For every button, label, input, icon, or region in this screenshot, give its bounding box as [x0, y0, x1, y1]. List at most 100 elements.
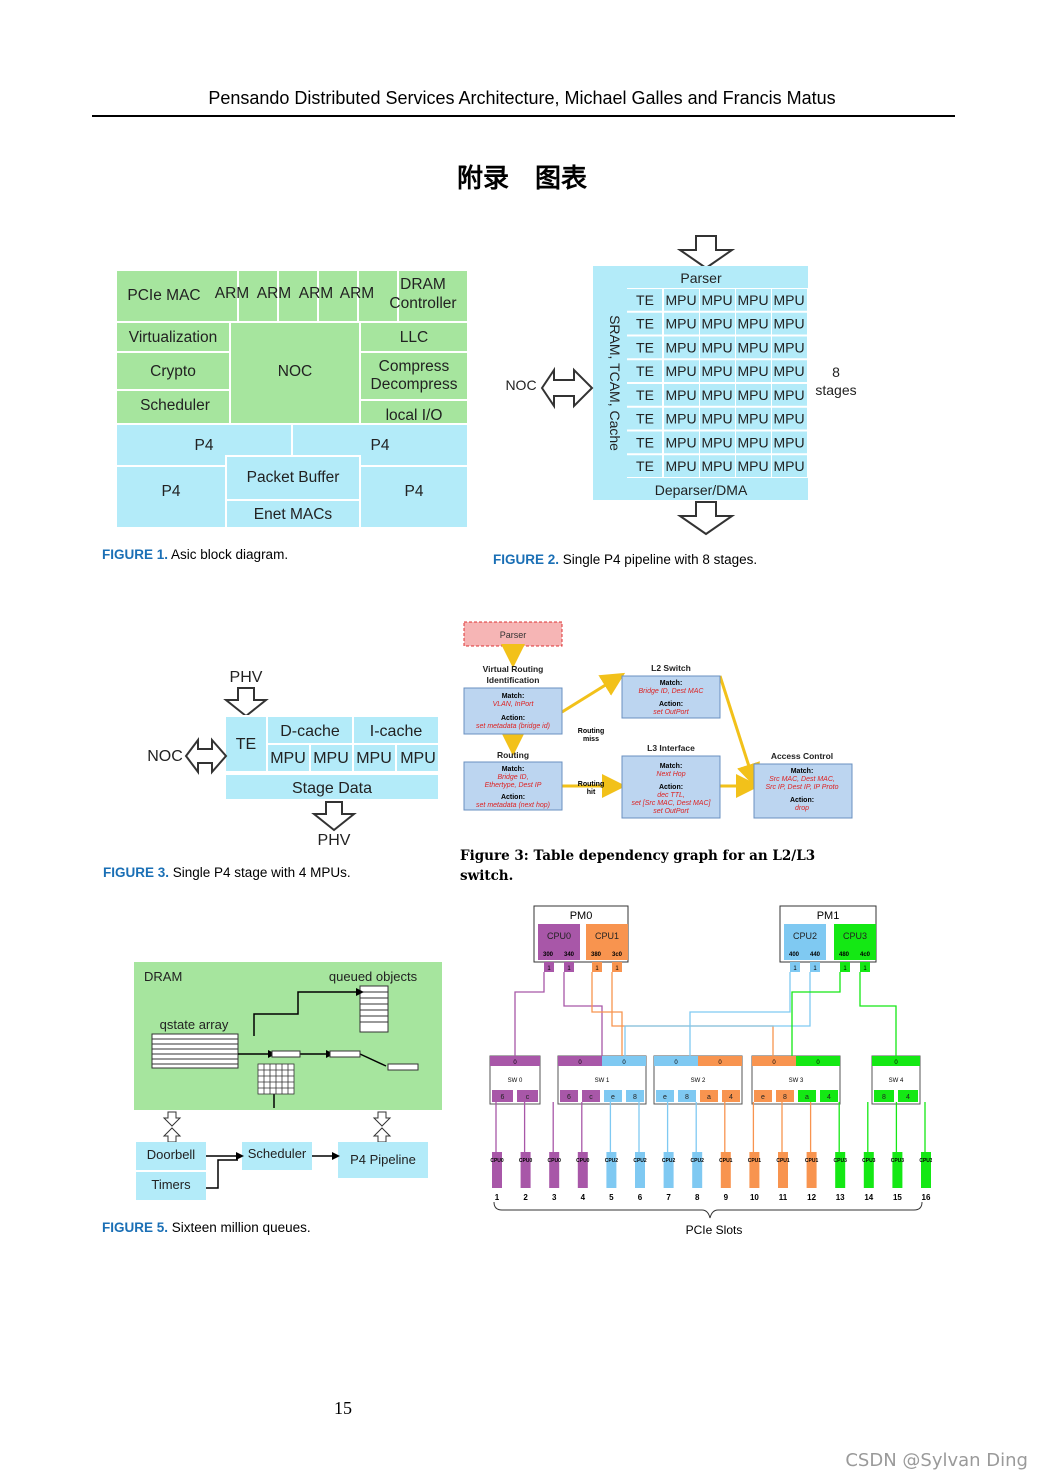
l3-match: Next Hop [656, 771, 685, 778]
local-io-label: local I/O [386, 407, 443, 424]
mpu-block [700, 384, 735, 406]
p4-label: P4 [195, 437, 214, 454]
routing-miss-label: miss [583, 736, 599, 743]
mpu-block [700, 336, 735, 359]
switch-label: SW 2 [691, 1078, 706, 1084]
dcache-label: D-cache [280, 723, 340, 740]
cpu-port: 4c0 [860, 952, 871, 958]
stage-data-label: Stage Data [292, 780, 372, 797]
cpu-port: 340 [564, 952, 575, 958]
queued-objects-label: queued objects [329, 969, 418, 984]
cpu-switch-link [791, 972, 841, 1056]
match-label: Match: [660, 680, 683, 687]
p4-pipeline-label: P4 Pipeline [350, 1152, 416, 1167]
mpu-label: MPU [737, 339, 768, 355]
figure1-asic-diagram: PCIe MAC ARM ARM ARM ARM DRAM Controller… [115, 269, 469, 529]
port-label: 1 [547, 966, 551, 972]
port-label: 4 [827, 1094, 831, 1101]
cpu-box [586, 924, 628, 960]
match-label: Match: [502, 766, 525, 773]
slot-cpu-label: CPU0 [548, 1158, 562, 1164]
slot-cpu-label: CPU0 [576, 1158, 590, 1164]
cpu-box [538, 924, 580, 960]
pcie-mac-label: PCIe MAC [127, 287, 200, 304]
slot-number: 13 [836, 1193, 845, 1202]
switch-upstream-port [602, 1056, 646, 1066]
routing-match: Bridge ID, [497, 774, 528, 781]
port-label: 1 [793, 966, 797, 972]
queued-objects-stack [359, 985, 389, 1033]
cpu-switch-link [514, 972, 545, 1056]
slot-cpu-label: CPU3 [919, 1158, 932, 1164]
action-label: Action: [501, 794, 525, 801]
slot-cpu-label: CPU0 [490, 1158, 504, 1164]
vri-title: Identification [487, 675, 540, 685]
switch-upstream-port [654, 1056, 698, 1066]
te-label: TE [636, 363, 654, 379]
mpu-block [700, 360, 735, 382]
port-label: 6 [567, 1094, 571, 1101]
mpu-block [700, 407, 735, 430]
pcie-slots-label: PCIe Slots [686, 1223, 743, 1237]
slot-number: 12 [807, 1193, 816, 1202]
mpu-block [664, 360, 699, 382]
routing-match: Ethertype, Dest IP [485, 782, 542, 789]
slot-number: 2 [523, 1193, 528, 1202]
slot-number: 6 [638, 1193, 643, 1202]
mpu-label: MPU [773, 434, 804, 450]
slot-card [577, 1152, 588, 1188]
dram-label: DRAM [400, 276, 446, 293]
switch-downstream-port [656, 1090, 674, 1102]
mpu-block [736, 407, 771, 430]
compress-label: Compress [379, 358, 450, 375]
mpu-label: MPU [737, 458, 768, 474]
mpu-label: MPU [737, 411, 768, 427]
mpu-label: MPU [773, 363, 804, 379]
te-block [627, 360, 662, 382]
p4-label: P4 [162, 483, 181, 500]
switch-label: SW 3 [789, 1078, 804, 1084]
slot-card [492, 1152, 502, 1188]
port-label: c [589, 1094, 593, 1101]
phv-out-label: PHV [318, 832, 351, 849]
te-block [224, 715, 268, 773]
port-label: 0 [718, 1060, 722, 1066]
mpu-block-4 [395, 743, 440, 773]
l3-action: set [Src MAC, Dest MAC] [632, 800, 712, 807]
slot-cpu-label: CPU2 [662, 1158, 676, 1164]
te-label: TE [636, 458, 654, 474]
cpu-link-port [790, 962, 800, 972]
mpu-label: MPU [701, 434, 732, 450]
slot-card [720, 1152, 731, 1188]
controller-label: Controller [389, 295, 456, 312]
dram-controller-block [397, 269, 469, 323]
mpu-block [664, 312, 699, 335]
match-label: Match: [660, 763, 683, 770]
port-label: 8 [783, 1094, 787, 1101]
switch-upstream-port [752, 1056, 796, 1066]
te-block [627, 407, 662, 430]
virtualization-label: Virtualization [129, 329, 217, 346]
cpu-label: CPU3 [843, 931, 867, 941]
sram-block [593, 288, 627, 478]
slot-cpu-label: CPU1 [748, 1158, 762, 1164]
slot-number: 3 [552, 1193, 557, 1202]
mpu-block-1 [266, 743, 311, 773]
slot-card [520, 1152, 531, 1188]
slot-card [749, 1152, 760, 1188]
port-label: 0 [578, 1060, 582, 1066]
port-label: 1 [567, 966, 571, 972]
switch-upstream-port [558, 1056, 602, 1066]
cpu-port: 300 [543, 952, 554, 958]
enet-macs-label: Enet MACs [254, 506, 333, 523]
watermark: CSDN @Sylvan Ding [845, 1450, 1028, 1471]
slot-number: 9 [724, 1193, 729, 1202]
mpu-block [736, 312, 771, 335]
noc-double-arrow-icon [540, 366, 594, 410]
figure3-p4-stage: PHV NOC TE D-cache I-cache MPU MPU MPU M… [147, 669, 440, 849]
port-label: 0 [894, 1060, 898, 1066]
switch-downstream-port [626, 1090, 644, 1102]
sram-label: SRAM, TCAM, Cache [607, 315, 623, 451]
